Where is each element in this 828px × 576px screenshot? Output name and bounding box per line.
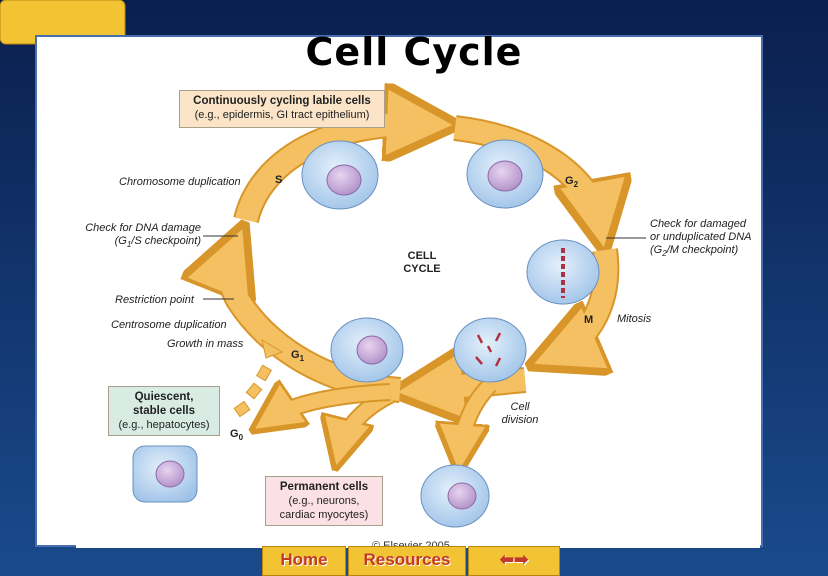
box-quiescent-cells: Quiescent,stable cells(e.g., hepatocytes… <box>108 386 220 436</box>
home-button[interactable]: Home <box>262 546 346 576</box>
label-centrosome-duplication: Centrosome duplication <box>111 319 227 331</box>
phase-g0-label: G0 <box>230 428 244 443</box>
box-labile-cells: Continuously cycling labile cells(e.g., … <box>179 90 385 128</box>
g0-return-dashes <box>233 338 284 418</box>
back-arrow-icon[interactable]: ⬅ <box>499 550 514 569</box>
cell-g1-phase <box>330 317 404 383</box>
nav-arrows[interactable]: ⬅➡ <box>468 546 560 576</box>
cell-anaphase <box>453 317 527 383</box>
cell-metaphase <box>526 239 600 305</box>
phase-m-label: M <box>584 314 594 326</box>
resources-button[interactable]: Resources <box>348 546 466 576</box>
cell-quiescent <box>132 445 198 503</box>
cell-g2-phase <box>466 139 544 209</box>
label-growth-in-mass: Growth in mass <box>167 338 244 350</box>
phase-g2-label: G2 <box>565 175 579 190</box>
box-permanent-cells: Permanent cells(e.g., neurons,cardiac my… <box>265 476 383 526</box>
label-chromosome-duplication: Chromosome duplication <box>119 176 241 188</box>
cell-s-phase <box>301 140 379 210</box>
phase-s-label: S <box>275 174 283 186</box>
forward-arrow-icon[interactable]: ➡ <box>514 550 529 569</box>
label-mitosis: Mitosis <box>617 313 652 325</box>
cell-daughter <box>420 464 490 528</box>
page-title: Cell Cycle <box>305 30 523 74</box>
phase-g1-label: G1 <box>291 349 305 364</box>
bottom-strip <box>76 538 760 548</box>
label-restriction-point: Restriction point <box>115 294 194 306</box>
label-dna-damage-check: Check for DNA damage(G1/S checkpoint) <box>85 222 201 250</box>
